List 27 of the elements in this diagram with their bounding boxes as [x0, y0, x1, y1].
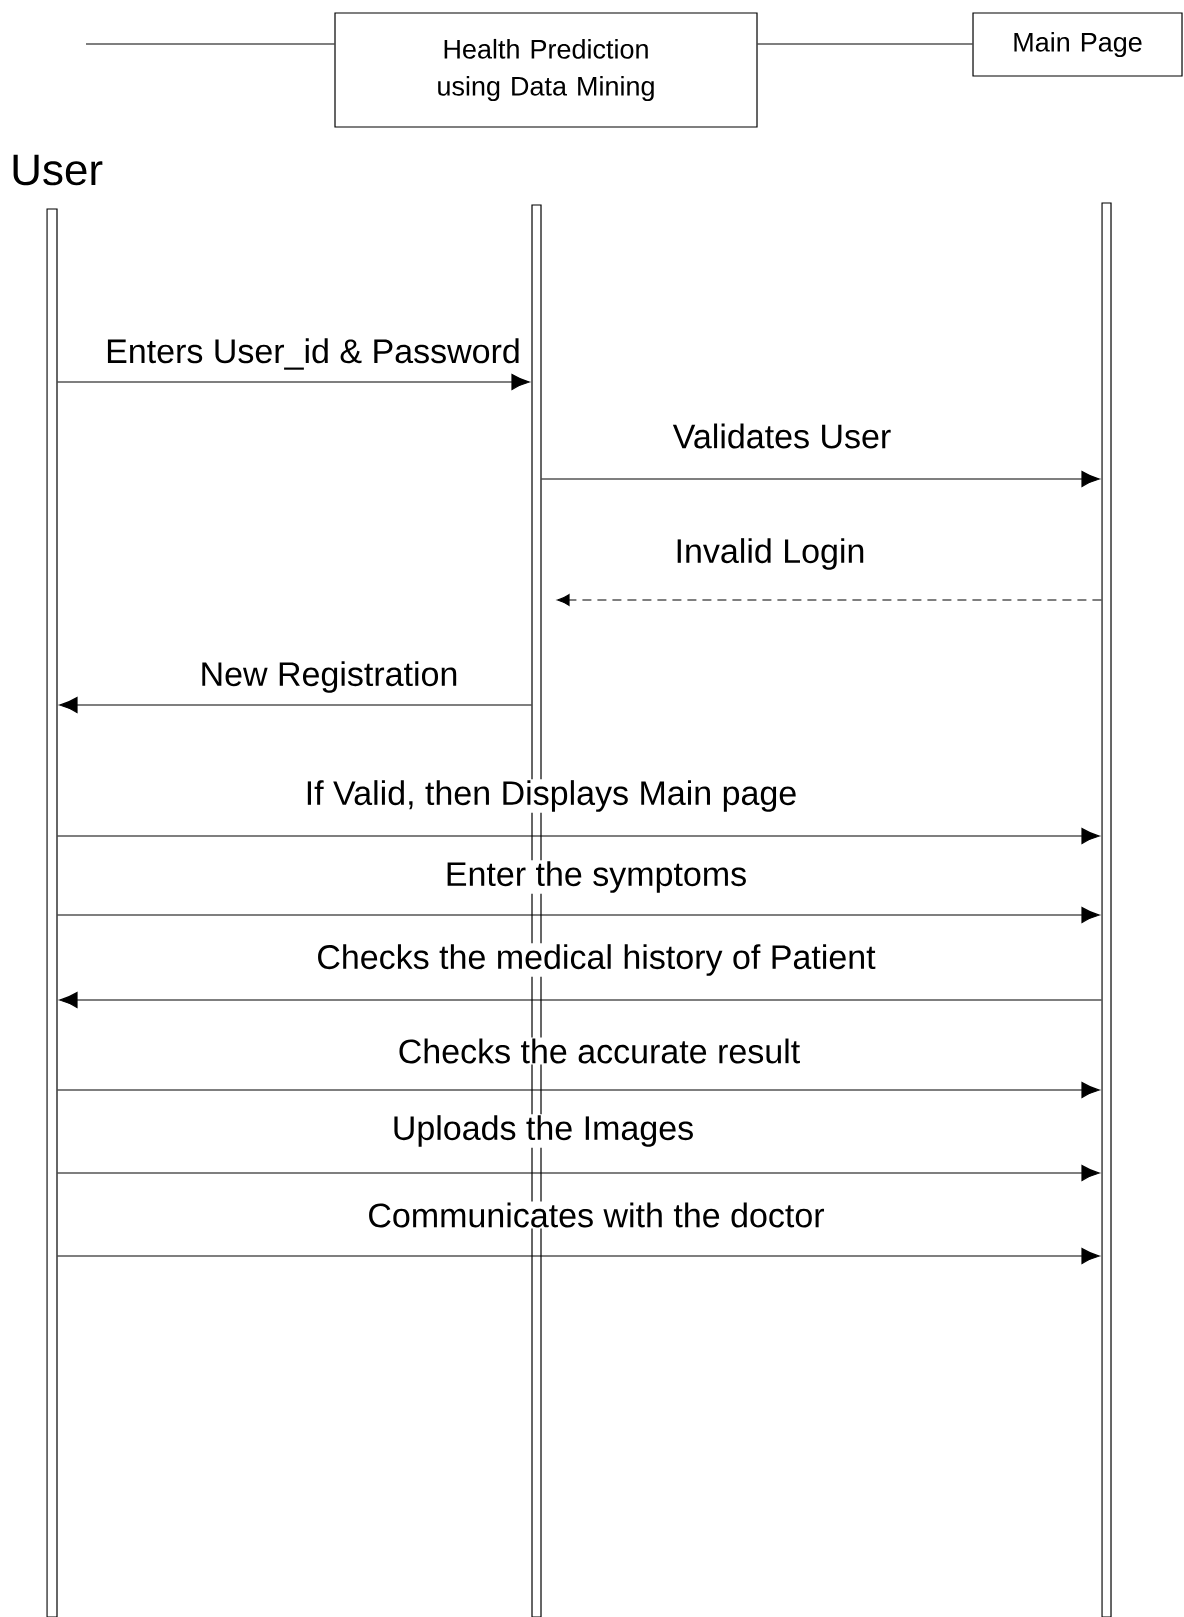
message-label: New Registration [198, 660, 460, 694]
message-arrow [57, 1165, 1100, 1181]
message-label: Communicates with the doctor [366, 1201, 826, 1229]
message-label: Checks the medical history of Patient [315, 943, 877, 977]
message-arrow [59, 697, 532, 713]
message-label: Enter the symptoms [443, 860, 749, 894]
message-arrow [557, 594, 1102, 606]
message-arrow [57, 828, 1100, 844]
message-label: Invalid Login [673, 537, 867, 571]
object-box: Main Page [972, 12, 1183, 77]
message-arrow [541, 471, 1100, 487]
lifeline-bar [46, 208, 58, 1617]
message-label: Validates User [671, 422, 893, 450]
message-arrow [57, 1248, 1100, 1264]
message-arrow [57, 374, 530, 390]
object-box: Health Prediction using Data Mining [334, 12, 758, 128]
message-label: If Valid, then Displays Main page [303, 779, 799, 813]
message-arrow [57, 907, 1100, 923]
message-arrow [57, 1082, 1100, 1098]
connector-line [757, 43, 973, 45]
message-label: Uploads the Images [390, 1114, 696, 1148]
actor-label: User [13, 154, 103, 186]
lifeline-bar [1101, 202, 1112, 1617]
message-arrow [59, 992, 1102, 1008]
connector-line [85, 43, 335, 45]
message-label: Enters User_id & Password [104, 337, 522, 371]
message-label: Checks the accurate result [396, 1037, 802, 1065]
